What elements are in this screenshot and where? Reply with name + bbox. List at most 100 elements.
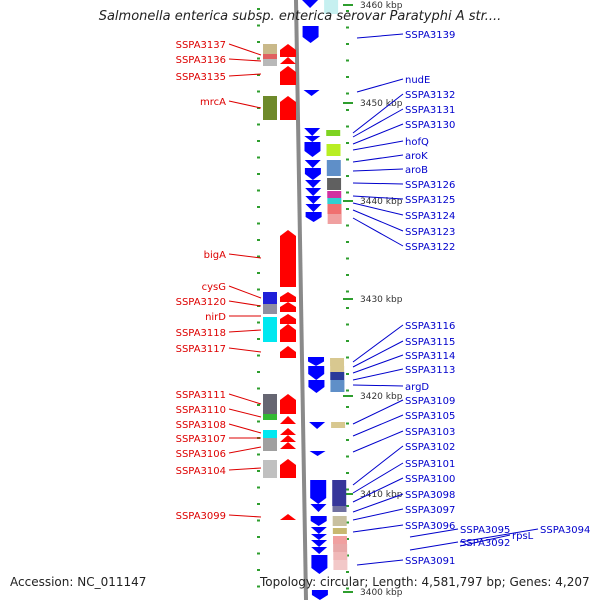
reverse-gene-arrow <box>302 0 319 8</box>
gene-label: SSPA3100 <box>405 474 455 485</box>
gene-label: SSPA3132 <box>405 90 455 101</box>
gene-label: hofQ <box>405 137 429 148</box>
left-tick <box>257 272 260 274</box>
leader-line <box>228 393 262 405</box>
gene-box <box>263 54 277 59</box>
right-tick <box>346 43 349 45</box>
gene-box <box>263 438 277 451</box>
ruler-tick <box>343 591 353 593</box>
gene-label: bigA <box>204 250 226 261</box>
leader-line <box>459 528 539 543</box>
left-tick <box>257 585 260 588</box>
left-tick <box>257 156 260 159</box>
right-tick <box>346 340 349 342</box>
left-tick <box>257 222 260 225</box>
gene-box <box>327 191 342 198</box>
leader-line <box>352 123 404 145</box>
right-tick <box>346 587 349 590</box>
leader-line <box>228 408 262 418</box>
left-tick <box>257 57 260 60</box>
gene-label: SSPA3136 <box>176 55 226 66</box>
left-tick <box>257 173 260 175</box>
right-tick <box>346 208 349 210</box>
left-tick <box>257 503 260 505</box>
right-tick <box>346 439 349 441</box>
gene-label: SSPA3103 <box>405 427 455 438</box>
reverse-gene-arrow <box>308 380 325 393</box>
right-tick <box>346 125 349 128</box>
reverse-gene-arrow <box>308 357 325 366</box>
left-tick <box>257 420 260 423</box>
gene-label: SSPA3099 <box>176 511 226 522</box>
reverse-gene-arrow <box>305 180 322 188</box>
right-tick <box>346 92 349 95</box>
left-tick <box>257 321 260 324</box>
left-tick <box>257 552 260 555</box>
leader-line <box>352 462 404 494</box>
right-tick <box>346 109 349 111</box>
gene-box <box>327 178 342 190</box>
gene-label: nirD <box>205 312 226 323</box>
ruler-label: 3420 kbp <box>360 392 403 402</box>
gene-label: SSPA3124 <box>405 211 455 222</box>
leader-line <box>409 528 459 538</box>
reverse-gene-arrow <box>309 451 326 456</box>
gene-label: SSPA3096 <box>405 521 455 532</box>
gene-label: argD <box>405 382 429 393</box>
gene-label: nudE <box>405 75 430 86</box>
forward-gene-arrow <box>280 514 296 520</box>
right-tick <box>346 356 349 359</box>
reverse-gene-arrow <box>310 527 327 534</box>
ruler-tick <box>343 4 353 6</box>
gene-label: SSPA3097 <box>405 505 455 516</box>
left-tick <box>257 387 260 390</box>
gene-box <box>333 552 348 560</box>
right-tick <box>346 422 349 425</box>
gene-label: SSPA3104 <box>176 466 226 477</box>
leader-line <box>352 195 404 200</box>
leader-line <box>352 324 404 363</box>
gene-label: SSPA3111 <box>176 390 226 401</box>
ruler-tick <box>343 102 353 104</box>
leader-line <box>352 368 404 381</box>
gene-label: SSPA3116 <box>405 321 455 332</box>
forward-gene-arrow <box>280 230 296 287</box>
gene-box <box>330 358 345 366</box>
ruler-tick <box>343 493 353 495</box>
forward-gene-arrow <box>280 428 296 435</box>
leader-line <box>352 93 404 134</box>
gene-label: SSPA3122 <box>405 242 455 253</box>
leader-line <box>228 285 262 299</box>
gene-box <box>333 560 348 570</box>
left-tick <box>257 536 260 538</box>
ruler-tick <box>343 200 353 202</box>
left-tick <box>257 24 260 27</box>
forward-gene-arrow <box>280 44 296 57</box>
ruler-tick <box>343 298 353 300</box>
leader-line <box>228 100 262 109</box>
leader-line <box>459 534 511 547</box>
leader-line <box>352 524 404 533</box>
gene-box <box>326 130 341 136</box>
reverse-gene-arrow <box>303 90 320 96</box>
left-tick <box>257 288 260 291</box>
left-tick <box>257 371 260 373</box>
gene-box <box>263 59 277 66</box>
left-tick <box>257 338 260 340</box>
right-tick <box>346 142 349 144</box>
gene-label: SSPA3120 <box>176 297 226 308</box>
reverse-gene-arrow <box>305 212 322 222</box>
left-gene-boxes <box>263 44 277 478</box>
gene-box <box>263 460 277 478</box>
leader-line <box>352 168 404 172</box>
reverse-gene-arrow <box>310 480 327 504</box>
gene-box <box>330 372 345 380</box>
right-tick <box>346 307 349 309</box>
gene-label: SSPA3117 <box>176 344 226 355</box>
gene-box <box>263 44 277 54</box>
reverse-gene-arrow <box>309 422 326 429</box>
gene-label: SSPA3091 <box>405 556 455 567</box>
gene-box <box>330 380 345 392</box>
